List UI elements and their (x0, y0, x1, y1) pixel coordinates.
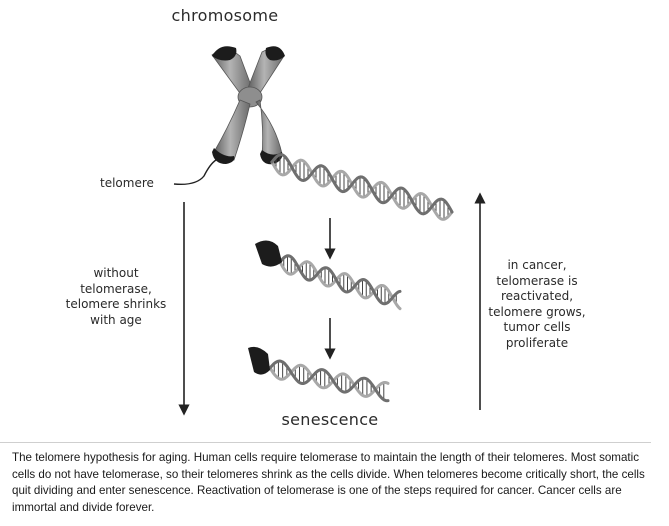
dna-strand (278, 260, 402, 311)
telomere-label: telomere (100, 176, 154, 190)
telomere-diagram-svg (173, 46, 486, 416)
dna-strand (270, 158, 454, 221)
telomere-figure: chromosome telomere without telomerase, … (65, 6, 586, 429)
cancer-telomerase-label: in cancer, telomerase is reactivated, te… (488, 258, 586, 350)
without-telomerase-label: without telomerase, telomere shrinks wit… (65, 266, 167, 327)
dna-helix-long (270, 153, 454, 221)
caption-divider (0, 442, 651, 443)
dna-strand (278, 254, 402, 306)
dna-strand (270, 153, 454, 216)
senescence-label: senescence (281, 410, 379, 429)
chromosome-label: chromosome (171, 6, 279, 25)
dna-helix-medium (278, 254, 402, 311)
chromosome (211, 48, 285, 162)
dna-helix-short (268, 359, 390, 403)
telomere-caps (212, 46, 285, 165)
telomere-pointer (173, 159, 217, 186)
telomere-block-medium (255, 240, 282, 267)
telomere-block-short (248, 346, 270, 375)
dna-strand (268, 363, 390, 398)
dna-strand (268, 359, 390, 403)
figure-caption: The telomere hypothesis for aging. Human… (12, 451, 645, 514)
